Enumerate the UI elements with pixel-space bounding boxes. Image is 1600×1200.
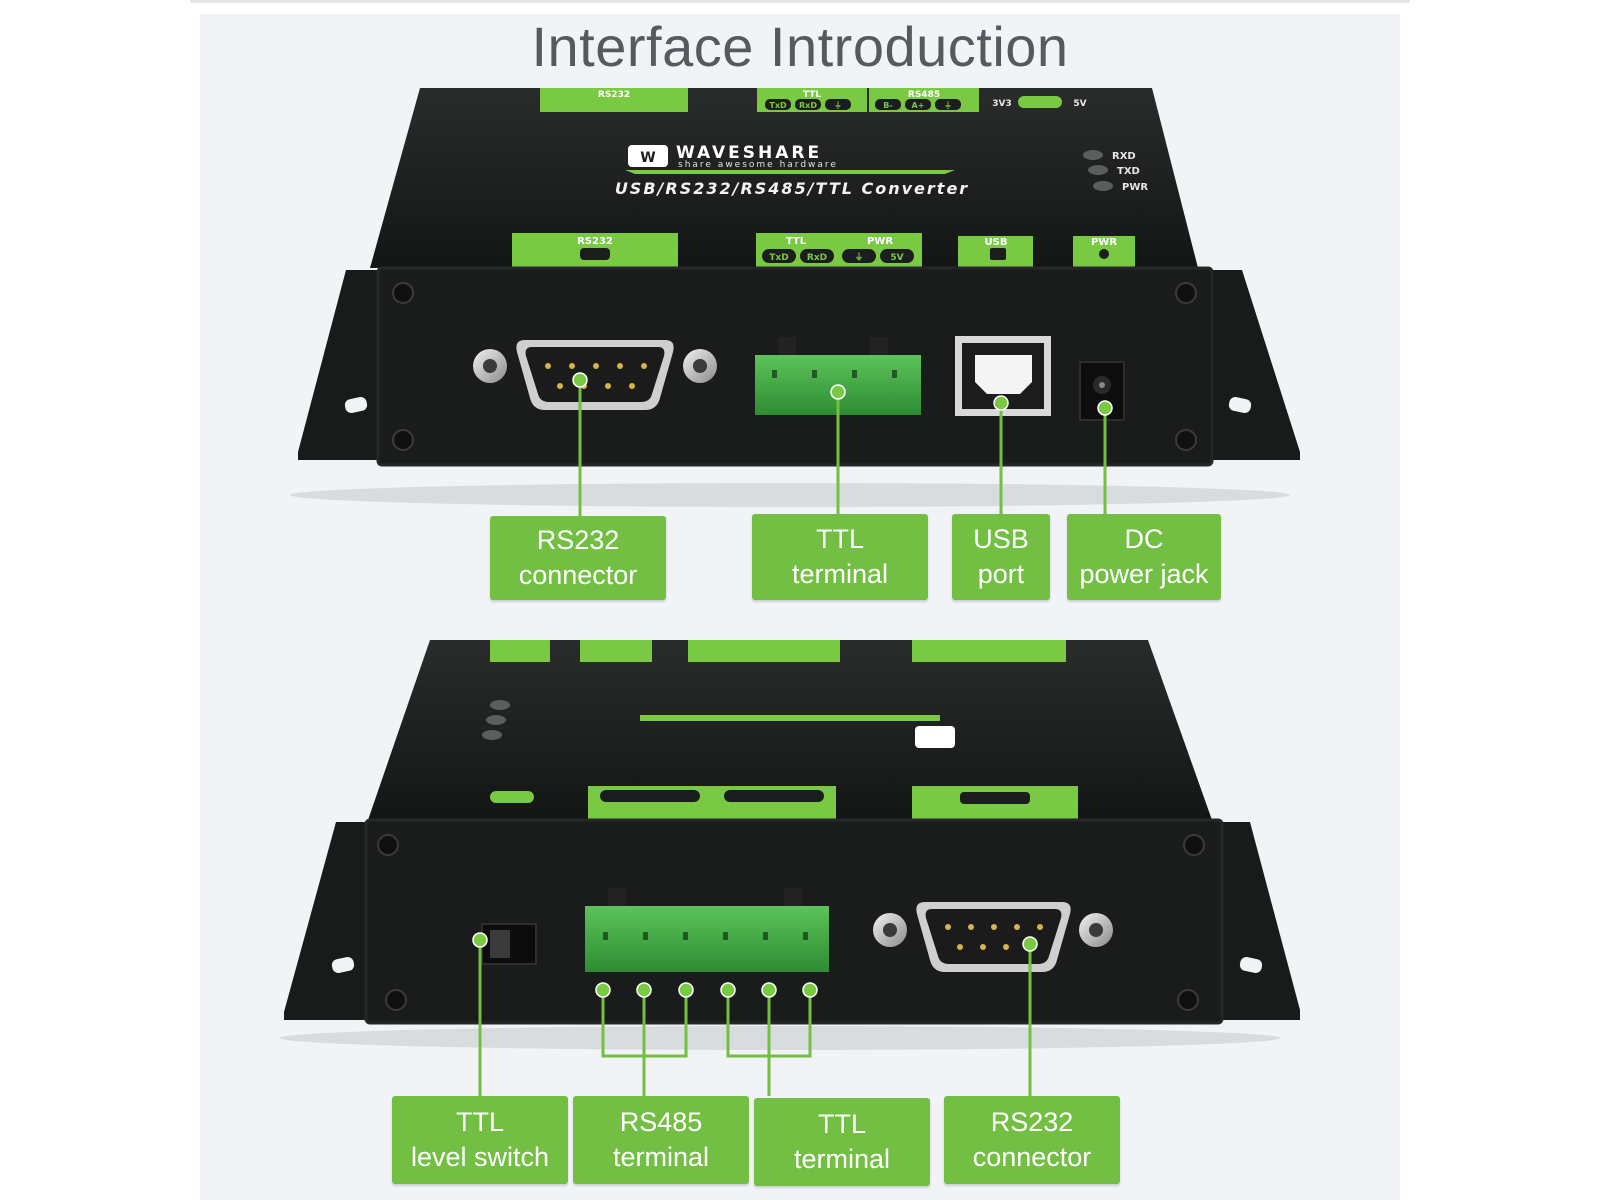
back-pin-a: A+: [912, 101, 925, 110]
front-rs232-icon: [580, 248, 610, 260]
top-divider: [190, 0, 1410, 3]
logo-underline-arrow: [625, 170, 955, 174]
flange-left-top: [298, 270, 378, 460]
front-tab-usb: USB: [985, 237, 1008, 248]
callout-line1: TTL: [455, 1107, 504, 1137]
switch-label-5v: 5V: [1073, 99, 1086, 109]
back-pin-rxd: RxD: [799, 101, 817, 110]
svg-text:W: W: [640, 150, 655, 166]
front-usb-icon: [990, 248, 1006, 260]
callout-line2: terminal: [612, 1142, 710, 1172]
callout-line2: terminal: [793, 1144, 891, 1174]
front-tab-pwr: PWR: [867, 236, 893, 247]
callout-line2: level switch: [410, 1142, 550, 1172]
front-pwr-icon: [1099, 249, 1109, 259]
callout-lines-top: [578, 380, 1107, 516]
bottom-surface-graphics: [482, 700, 1030, 804]
callout-line1: RS485: [619, 1107, 703, 1137]
led-label-pwr: PWR: [1122, 182, 1148, 193]
device-top-surface: [370, 88, 1198, 268]
callout-ttl-terminal-top: TTL terminal: [752, 514, 928, 600]
ttl-level-switch: [481, 923, 537, 965]
front-tab-rs232: RS232: [577, 236, 613, 247]
back-tab-rs232: RS232: [598, 90, 630, 100]
back-tab-ttl: TTL: [803, 90, 821, 100]
rs485-ttl-terminal-bottom: [585, 888, 829, 972]
flange-slot-right-top: [1228, 396, 1252, 414]
flange-slot-left-top: [344, 396, 368, 414]
back-pin-b: B-: [883, 101, 892, 110]
callout-ttl-terminal-bottom: TTL terminal: [754, 1098, 930, 1186]
model-text: USB/RS232/RS485/TTL Converter: [615, 179, 969, 198]
front-pin-txd: TxD: [769, 253, 788, 263]
led-label-rxd: RXD: [1112, 151, 1136, 162]
back-pin-labels: TxD RxD ⏚ B- A+ ⏚: [765, 99, 961, 110]
rs232-connector-top: [473, 340, 717, 410]
bottom-logo-mark-icon: [915, 726, 955, 748]
logo-mark-icon: [628, 145, 668, 167]
back-tab-rs485: RS485: [908, 90, 940, 100]
led-label-txd: TXD: [1117, 166, 1140, 177]
page-title: Interface Introduction: [531, 15, 1069, 78]
callout-ttl-level-switch: TTL level switch: [392, 1096, 568, 1184]
flange-left-bottom: [284, 822, 366, 1020]
device-shadow-bottom: [280, 1026, 1280, 1050]
callout-line1: USB: [973, 524, 1029, 554]
device-shadow-top: [290, 483, 1290, 507]
front-pin-gnd: ⏚: [854, 252, 863, 263]
front-tab-pwr2: PWR: [1091, 237, 1117, 248]
callout-rs232-connector-top: RS232 connector: [490, 516, 666, 600]
brand-name: WAVESHARE: [676, 143, 822, 163]
callout-line2: power jack: [1079, 559, 1209, 589]
flange-right-bottom: [1222, 822, 1300, 1020]
callout-rs485-terminal: RS485 terminal: [573, 1096, 749, 1184]
front-pin-rxd: RxD: [807, 253, 827, 263]
status-leds: RXD TXD PWR: [1083, 150, 1148, 193]
callout-dc-power-jack: DC power jack: [1067, 514, 1221, 600]
panel-screws-top: [392, 282, 1197, 451]
led-rxd-icon: [1083, 150, 1103, 160]
waveshare-logo: W WAVESHARE share awesome hardware: [625, 143, 955, 174]
front-tab-ttl: TTL: [786, 236, 807, 247]
back-pin-gnd: ⏚: [834, 101, 842, 110]
flange-slot-left-bottom: [331, 956, 355, 974]
flange-right-top: [1212, 270, 1300, 460]
back-tab-labels: RS232 TTL RS485 3V3 5V: [598, 90, 1087, 109]
back-pin-txd: TxD: [769, 101, 787, 110]
front-pin-5v: 5V: [890, 253, 903, 263]
callout-line1: TTL: [815, 524, 864, 554]
callout-dots-bottom: [472, 932, 1038, 998]
flange-slot-right-bottom: [1239, 956, 1263, 974]
callout-line1: RS232: [990, 1107, 1074, 1137]
bottom-tabs: [490, 640, 1078, 820]
callout-line2: connector: [972, 1142, 1092, 1172]
device-top-surface-bottom: [368, 640, 1212, 820]
callout-line2: connector: [518, 560, 638, 590]
callout-line1: DC: [1124, 524, 1164, 554]
led-txd-icon: [1088, 165, 1108, 175]
callout-line1: RS232: [536, 525, 620, 555]
switch-label-3v3: 3V3: [992, 99, 1012, 109]
back-pin-gnd2: ⏚: [944, 101, 952, 110]
callout-line2: port: [977, 559, 1025, 589]
front-tab-labels: RS232 TTL PWR USB PWR: [577, 236, 1117, 248]
callout-usb-port: USB port: [952, 514, 1050, 600]
callout-line2: terminal: [791, 559, 889, 589]
front-pin-labels: TxD RxD ⏚ 5V: [580, 248, 1109, 263]
panel-screws-bottom: [377, 834, 1205, 1011]
brand-slogan: share awesome hardware: [678, 160, 838, 170]
callout-dots-top: [572, 372, 1113, 416]
led-pwr-icon: [1093, 181, 1113, 191]
callout-line1: TTL: [817, 1109, 866, 1139]
callout-rs232-connector-bottom: RS232 connector: [944, 1096, 1120, 1184]
callout-lines-bottom: [478, 940, 1032, 1096]
